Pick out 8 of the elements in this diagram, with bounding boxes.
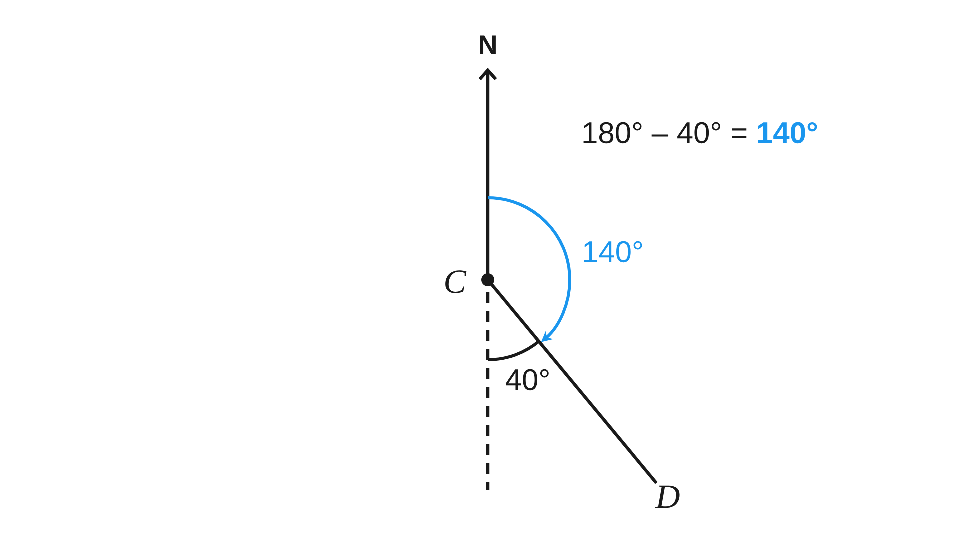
point <box>482 274 494 286</box>
line-segment <box>488 280 658 484</box>
point-label: C <box>446 270 467 294</box>
equation: 180° – 40° = 140° <box>584 122 818 144</box>
compass-label: N <box>480 36 496 54</box>
point-label: D <box>655 486 680 508</box>
angle-label: 40° <box>506 369 549 391</box>
angle-label: 140° <box>584 241 642 263</box>
